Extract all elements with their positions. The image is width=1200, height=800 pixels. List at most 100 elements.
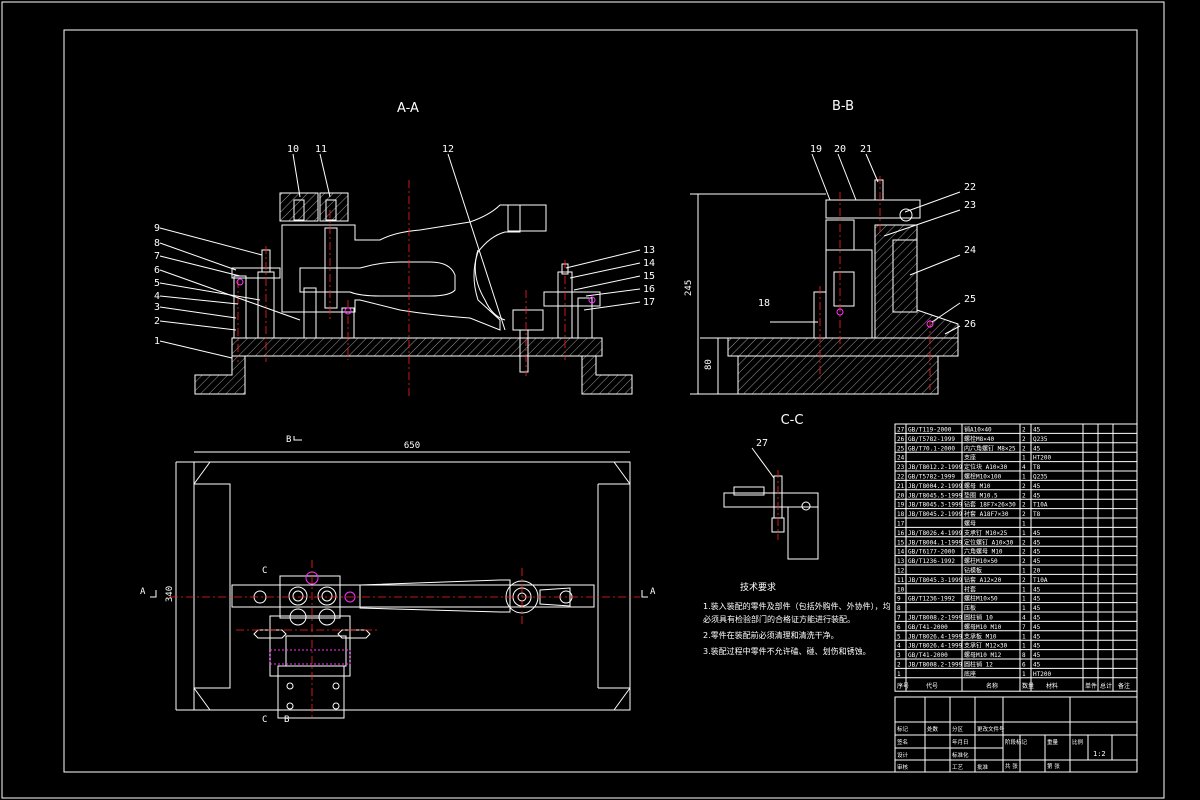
- bom-cell: 45: [1033, 427, 1041, 434]
- bom-cell: Q235: [1033, 474, 1048, 481]
- title-block-label: 设计: [897, 751, 909, 759]
- bom-cell: 1: [1022, 643, 1026, 650]
- balloon-8: 8: [154, 238, 160, 249]
- bom-cell: 螺栓M8×40: [964, 435, 994, 443]
- bom-cell: JB/T8045.3-1999: [908, 577, 963, 584]
- note-1: 1.装入装配的零件及部件（包括外购件、外协件），均必须具有检验部门的合格证方能进…: [703, 602, 891, 624]
- bom-cell: 螺柱M10×50: [964, 595, 998, 603]
- bom-cell: 6: [897, 624, 901, 631]
- section-mark-b-bottom: B: [284, 715, 289, 725]
- bom-cell: 10: [897, 586, 905, 593]
- bom-cell: T8: [1033, 511, 1041, 518]
- bom-cell: 5: [897, 633, 901, 640]
- title-block-label: 共 张: [1005, 762, 1018, 770]
- bom-cell: JB/T8045.5-1999: [908, 492, 963, 499]
- section-view-cc: C-C 27: [723, 413, 819, 560]
- bom-cell: 螺母M10 M10: [964, 623, 1002, 631]
- bom-cell: 12: [897, 568, 905, 575]
- balloon-26: 26: [964, 319, 976, 330]
- bom-cell: 18: [897, 511, 905, 518]
- section-mark-c-top: C: [262, 566, 267, 576]
- title-block-label: 工艺: [952, 764, 964, 771]
- bom-cell: 2: [1022, 427, 1026, 434]
- section-mark-a-right: A: [650, 587, 656, 597]
- bom-cell: 45: [1033, 539, 1041, 546]
- title-block-label: 标准化: [952, 751, 969, 759]
- title-block-label: 比例: [1072, 738, 1084, 746]
- bom-cell: 45: [1033, 652, 1041, 659]
- bom-cell: JB/T8008.2-1999: [908, 615, 963, 622]
- bom-cell: 22: [897, 474, 905, 481]
- title-block-label: 第 张: [1047, 762, 1060, 770]
- bom-header-cell: 数量: [1022, 682, 1034, 690]
- bom-cell: 19: [897, 502, 905, 509]
- note-3: 3.装配过程中零件不允许磕、碰、划伤和锈蚀。: [703, 647, 871, 656]
- bom-cell: 衬套: [964, 585, 976, 593]
- bom-cell: 螺母: [964, 520, 976, 528]
- balloon-22: 22: [964, 182, 976, 193]
- dim-plan-width: 650: [404, 441, 420, 451]
- bom-cell: 2: [1022, 502, 1026, 509]
- bom-cell: 2: [1022, 549, 1026, 556]
- bom-header-cell: 代号: [926, 682, 938, 690]
- bom-cell: T10A: [1033, 502, 1048, 509]
- balloon-19: 19: [810, 144, 822, 155]
- balloon-6: 6: [154, 265, 160, 276]
- bom-cell: 销A10×40: [964, 426, 992, 434]
- bom-cell: 支承钉 M12×30: [964, 642, 1008, 650]
- bom-cell: 25: [897, 445, 905, 452]
- section-mark-c-bottom: C: [262, 715, 267, 725]
- balloon-24: 24: [964, 245, 976, 256]
- bom-cell: 8: [1022, 652, 1026, 659]
- bom-cell: 2: [1022, 539, 1026, 546]
- title-scale: 1:2: [1093, 750, 1106, 758]
- bom-cell: JB/T8045.3-1999: [908, 502, 963, 509]
- bom-cell: 13: [897, 558, 905, 565]
- bom-cell: 11: [897, 577, 905, 584]
- bom-cell: GB/T41-2000: [908, 652, 948, 659]
- bom-cell: 1: [1022, 596, 1026, 603]
- bom-cell: 45: [1033, 596, 1041, 603]
- bom-cell: 21: [897, 483, 905, 490]
- balloon-23: 23: [964, 200, 976, 211]
- bom-cell: GB/T5782-1999: [908, 474, 955, 481]
- outer-border: [1, 1, 1165, 799]
- bom-header-cell: 总计: [1100, 682, 1112, 690]
- balloon-15: 15: [643, 271, 655, 282]
- bom-cell: 1: [1022, 568, 1026, 575]
- bom-cell: 钻模板: [964, 567, 982, 575]
- balloon-5: 5: [154, 278, 160, 289]
- bom-cell: 1: [897, 671, 901, 678]
- bom-cell: 45: [1033, 549, 1041, 556]
- balloon-3: 3: [154, 302, 160, 313]
- bom-cell: JB/T8008.2-1999: [908, 662, 963, 669]
- bom-cell: 24: [897, 455, 905, 462]
- bom-cell: GB/T41-2000: [908, 624, 948, 631]
- bom-cell: 2: [1022, 511, 1026, 518]
- bom-cell: 45: [1033, 605, 1041, 612]
- view-label-bb: B-B: [832, 99, 854, 114]
- section-view-bb: B-B 245 80: [684, 99, 976, 395]
- technical-notes: 技术要求: [740, 581, 776, 593]
- bom-header-cell: 名称: [986, 682, 998, 690]
- balloon-20: 20: [834, 144, 846, 155]
- balloon-21: 21: [860, 144, 872, 155]
- bom-cell: 螺母M10 M12: [964, 651, 1002, 659]
- bom-cell: GB/T70.1-2000: [908, 445, 955, 452]
- bom-cell: 1: [1022, 633, 1026, 640]
- bom-cell: 2: [1022, 483, 1026, 490]
- balloon-16: 16: [643, 284, 655, 295]
- bom-cell: 3: [897, 652, 901, 659]
- title-block-label: 签名: [897, 738, 908, 746]
- bom-cell: 支座: [964, 454, 976, 462]
- bom-cell: 45: [1033, 643, 1041, 650]
- bom-cell: 45: [1033, 445, 1041, 452]
- view-label-cc: C-C: [781, 413, 804, 428]
- bom-cell: 钻套 18F7×26×30: [964, 501, 1016, 509]
- bom-cell: 1: [1022, 530, 1026, 537]
- bom-cell: 7: [1022, 624, 1026, 631]
- balloon-9: 9: [154, 223, 160, 234]
- title-block-label: 更改文件号: [977, 725, 1005, 733]
- bom-cell: 8: [897, 605, 901, 612]
